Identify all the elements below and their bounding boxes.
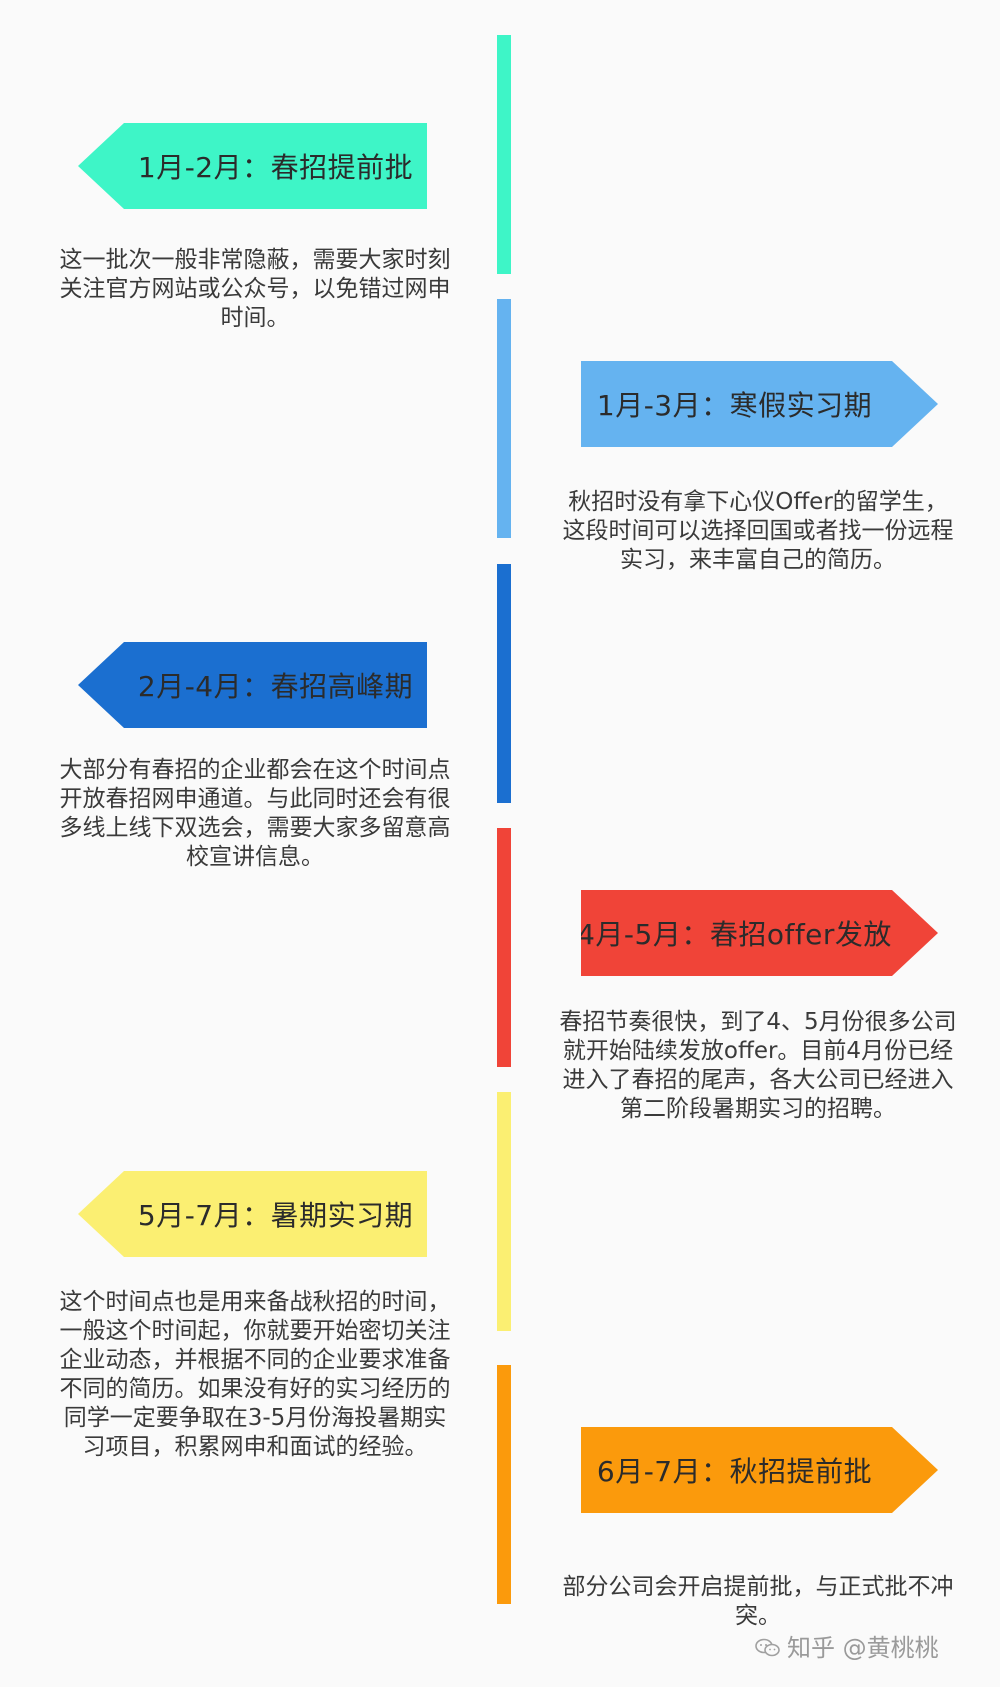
stage-6-title: 6月-7月：秋招提前批 xyxy=(596,1455,873,1488)
stage-4-banner: 4月-5月：春招offer发放 xyxy=(581,890,938,976)
stage-6-description: 部分公司会开启提前批，与正式批不冲 突。 xyxy=(562,1574,954,1629)
watermark-text: 知乎 @黄桃桃 xyxy=(787,1634,939,1662)
stage-2-banner: 1月-3月：寒假实习期 xyxy=(581,361,938,447)
timeline-segment-3 xyxy=(497,564,511,803)
watermark: 知乎 @黄桃桃 xyxy=(755,1628,939,1663)
wechat-icon xyxy=(755,1636,781,1656)
timeline-segment-5 xyxy=(497,1092,511,1331)
stage-1-title: 1月-2月：春招提前批 xyxy=(137,151,414,184)
stage-3-banner: 2月-4月：春招高峰期 xyxy=(78,642,427,728)
stage-5-description: 这个时间点也是用来备战秋招的时间， 一般这个时间起，你就要开始密切关注 企业动态… xyxy=(59,1289,451,1460)
stage-4-title: 4月-5月：春招offer发放 xyxy=(577,918,892,951)
stage-3-title: 2月-4月：春招高峰期 xyxy=(137,670,414,703)
timeline-segment-2 xyxy=(497,299,511,538)
stage-2-title: 1月-3月：寒假实习期 xyxy=(596,389,873,422)
stage-1-description: 这一批次一般非常隐蔽，需要大家时刻 关注官方网站或公众号，以免错过网申 时间。 xyxy=(59,247,451,331)
stage-4-description: 春招节奏很快，到了4、5月份很多公司 就开始陆续发放offer。目前4月份已经 … xyxy=(559,1009,957,1122)
timeline-segment-4 xyxy=(497,828,511,1067)
timeline-segment-1 xyxy=(497,35,511,274)
stage-1-banner: 1月-2月：春招提前批 xyxy=(78,123,427,209)
stage-6-banner: 6月-7月：秋招提前批 xyxy=(581,1427,938,1513)
stage-2-description: 秋招时没有拿下心仪Offer的留学生， 这段时间可以选择回国或者找一份远程 实习… xyxy=(562,489,954,573)
stage-5-banner: 5月-7月：暑期实习期 xyxy=(78,1171,427,1257)
timeline-segment-6 xyxy=(497,1365,511,1604)
stage-5-title: 5月-7月：暑期实习期 xyxy=(137,1199,414,1232)
stage-3-description: 大部分有春招的企业都会在这个时间点 开放春招网申通道。与此同时还会有很 多线上线… xyxy=(59,757,451,870)
